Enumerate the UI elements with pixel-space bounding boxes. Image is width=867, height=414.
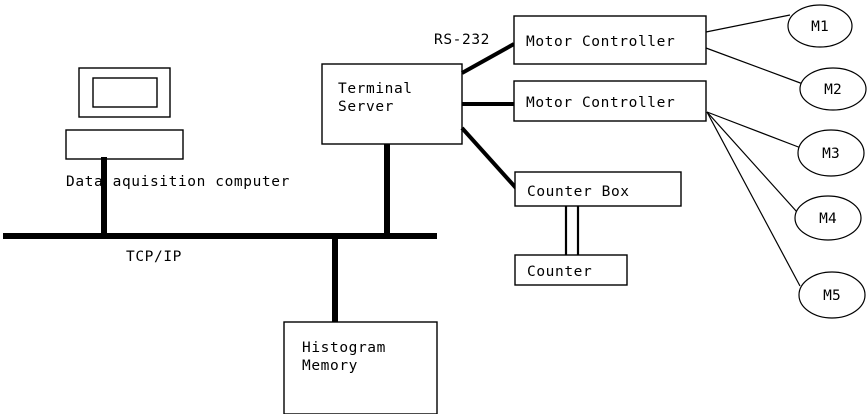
computer-chassis-icon	[65, 129, 184, 160]
link-terminal-server-to-counter-box	[460, 126, 518, 190]
motor-m2-label: M2	[824, 82, 842, 98]
motor-m5-label: M5	[823, 288, 841, 304]
node-counter[interactable]: Counter	[514, 254, 628, 286]
motor-m3-ellipse	[797, 129, 865, 177]
motor-m4-ellipse	[794, 195, 862, 241]
node-motor-m2[interactable]: M2	[799, 67, 867, 111]
counter-box-shape	[514, 254, 628, 286]
tcpip-bus-label: TCP/IP	[126, 249, 182, 265]
node-motor-m5[interactable]: M5	[798, 271, 866, 319]
link-motor-controller-2-to-m5	[706, 111, 801, 287]
serial-links-group: RS-232	[434, 32, 518, 190]
counter-label: Counter	[527, 264, 592, 280]
link-motor-controller-1-to-m1	[705, 14, 791, 33]
monitor-screen-icon	[92, 77, 158, 108]
motor-m3-label: M3	[822, 146, 840, 162]
counter-box-label: Counter Box	[527, 184, 630, 200]
motor-links-group	[705, 14, 804, 287]
node-motor-m3[interactable]: M3	[797, 129, 865, 177]
node-terminal-server[interactable]: Terminal Server	[321, 63, 463, 238]
terminal-server-box	[321, 63, 463, 145]
histogram-memory-label-line-2: Memory	[302, 358, 358, 374]
rs232-label: RS-232	[434, 32, 490, 48]
motor-m2-ellipse	[799, 67, 867, 111]
data-acquisition-computer-caption: Data aquisition computer	[66, 174, 290, 190]
network-bus-group[interactable]: TCP/IP	[3, 233, 437, 265]
counter-box-box	[514, 171, 682, 207]
terminal-server-label-line-2: Server	[338, 99, 394, 115]
motor-controller-2-box	[513, 80, 707, 122]
terminal-server-label-line-1: Terminal	[338, 81, 413, 97]
motor-m4-label: M4	[819, 211, 837, 227]
motor-controller-1-box	[513, 15, 707, 65]
node-histogram-memory[interactable]: Histogram Memory	[283, 234, 438, 414]
histogram-memory-label-line-1: Histogram	[302, 340, 386, 356]
motor-controller-2-label: Motor Controller	[526, 95, 675, 111]
motor-m1-label: M1	[811, 19, 829, 35]
link-motor-controller-2-to-m3	[706, 111, 802, 149]
motor-m1-ellipse	[787, 4, 853, 48]
node-counter-box[interactable]: Counter Box	[514, 171, 682, 207]
node-motor-controller-1[interactable]: Motor Controller	[513, 15, 707, 65]
link-terminal-server-to-motor-controller-1	[461, 42, 515, 75]
node-motor-m4[interactable]: M4	[794, 195, 862, 241]
node-data-acquisition-computer[interactable]: Data aquisition computer	[65, 67, 290, 238]
motor-controller-1-label: Motor Controller	[526, 34, 675, 50]
motor-m5-ellipse	[798, 271, 866, 319]
node-motor-m1[interactable]: M1	[787, 4, 853, 48]
histogram-memory-box	[283, 321, 438, 414]
node-motor-controller-2[interactable]: Motor Controller	[513, 80, 707, 122]
link-motor-controller-1-to-m2	[705, 47, 804, 85]
link-motor-controller-2-to-m4	[706, 111, 798, 213]
